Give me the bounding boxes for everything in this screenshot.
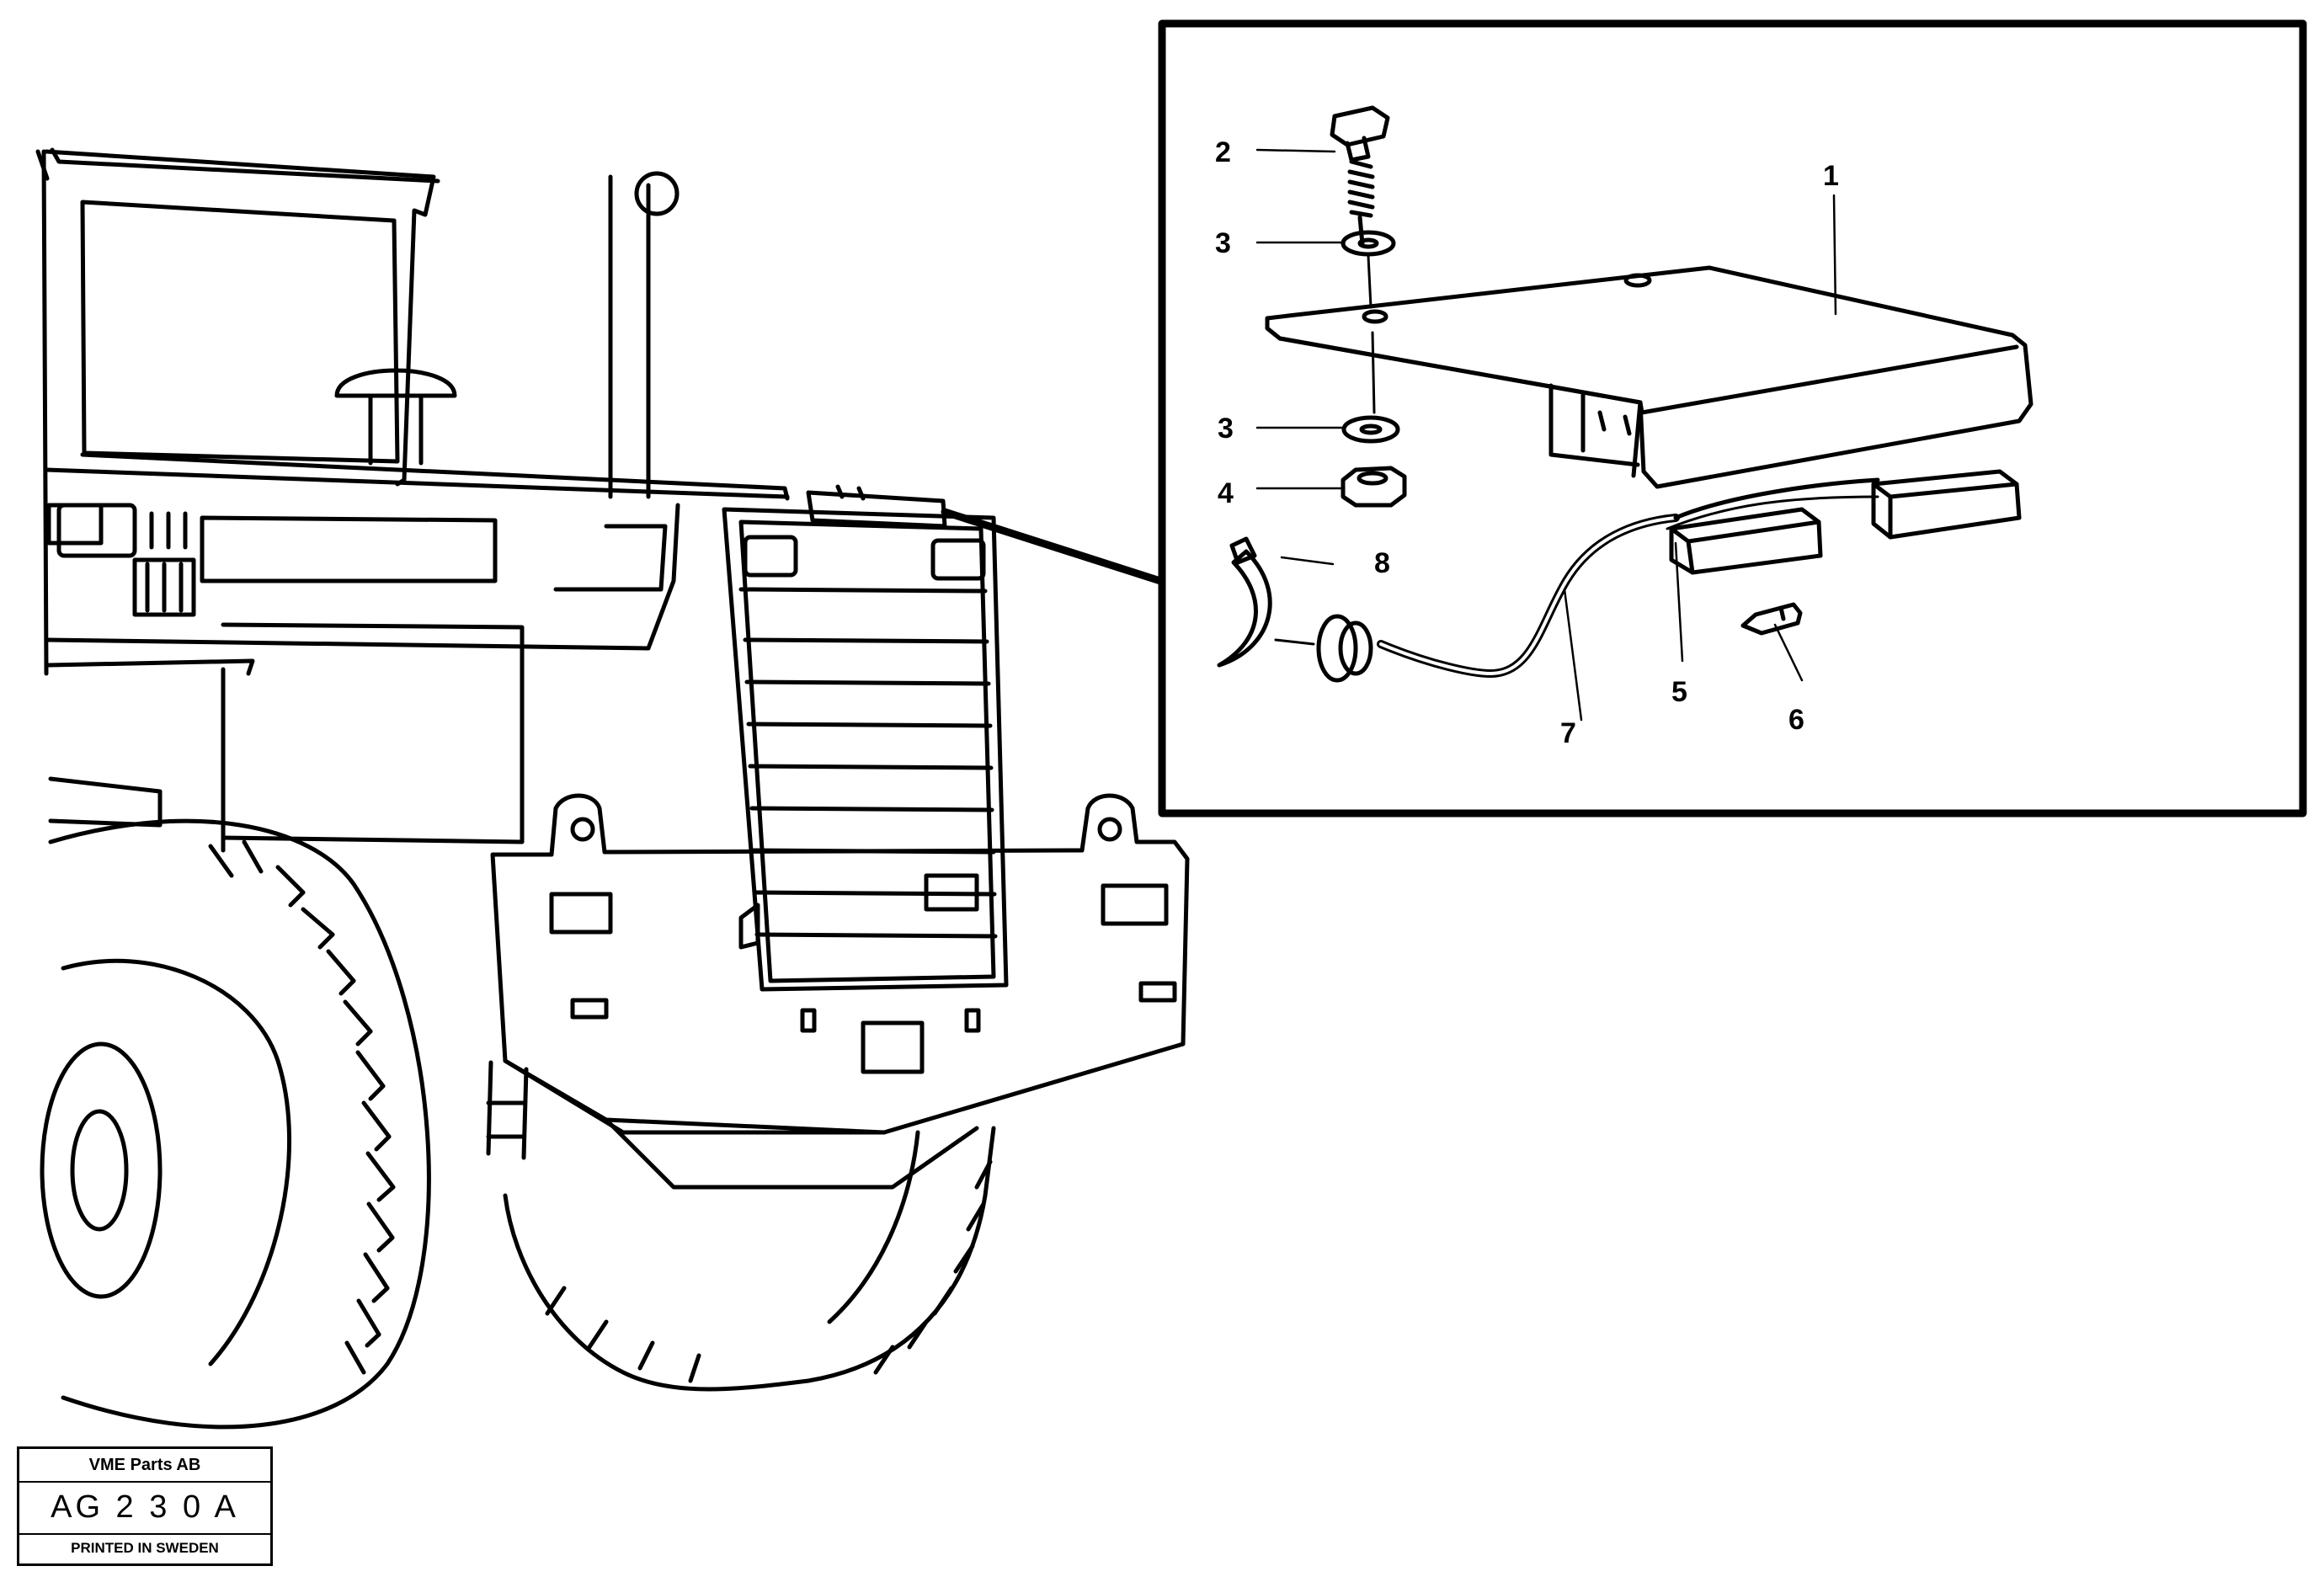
wheel-loader-illustration (35, 147, 1190, 1430)
callout-8: 8 (1374, 547, 1390, 579)
screw-part (1330, 105, 1390, 147)
nut-part (1341, 466, 1407, 508)
detail-leader-line (941, 508, 1165, 585)
washer-lower-part (1341, 415, 1400, 444)
detail-frame (1158, 19, 2307, 818)
callout-3-lower: 3 (1218, 413, 1234, 445)
callout-labels: 1 2 3 3 4 5 6 7 8 (1215, 136, 1839, 749)
callout-7: 7 (1560, 717, 1576, 749)
grommet-part (1316, 614, 1358, 683)
drawing-code: AG 2 3 0 A (19, 1481, 270, 1535)
callout-2: 2 (1215, 136, 1231, 168)
exploded-parts (1217, 105, 2034, 683)
callout-leaders (1255, 148, 1837, 722)
title-block: VME Parts AB AG 2 3 0 A PRINTED IN SWEDE… (17, 1446, 273, 1566)
callout-4: 4 (1218, 477, 1234, 509)
cable-tie-part (1217, 549, 1272, 668)
lamp-bracket-part (1265, 265, 2034, 489)
company-name: VME Parts AB (19, 1449, 270, 1483)
callout-1: 1 (1823, 160, 1839, 192)
washer-upper-part (1341, 230, 1396, 257)
lamp-holder-part (1669, 507, 1823, 575)
callout-3-upper: 3 (1215, 227, 1231, 259)
callout-6: 6 (1788, 704, 1804, 736)
printed-note: PRINTED IN SWEDEN (71, 1540, 219, 1556)
callout-5: 5 (1671, 676, 1687, 708)
bulb-part (1740, 602, 1803, 636)
